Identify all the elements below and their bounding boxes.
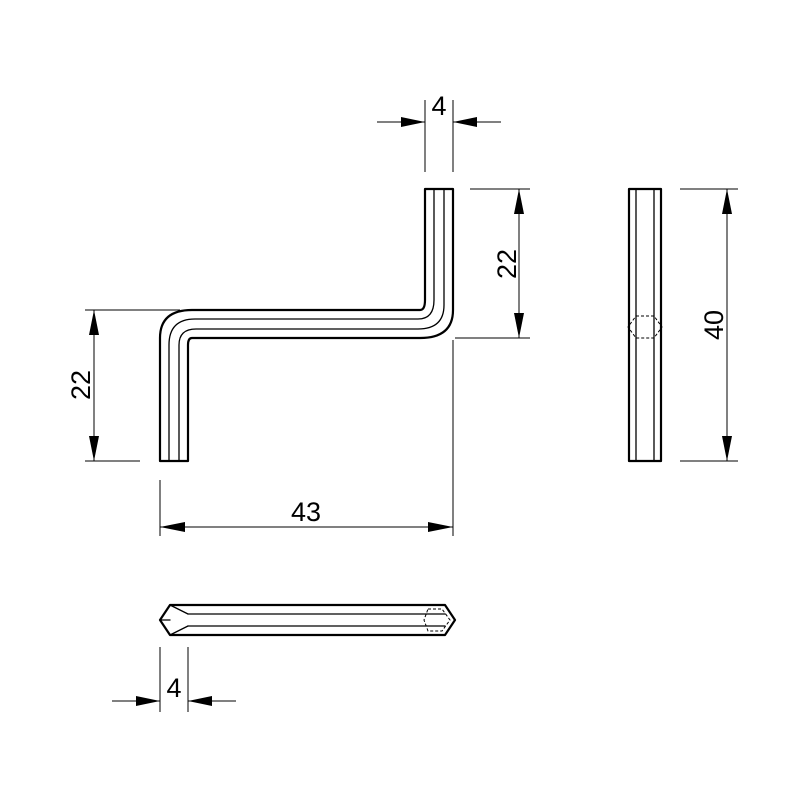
dimension-bottom-width-label: 4 <box>166 673 181 703</box>
dimension-top-width-label: 4 <box>431 91 446 121</box>
dimension-top-width: 4 <box>377 91 501 172</box>
dimension-overall-width: 43 <box>159 340 454 536</box>
dimension-side-height: 40 <box>680 188 738 462</box>
dimension-lower-height: 22 <box>66 309 180 462</box>
dimension-upper-height-label: 22 <box>492 249 522 279</box>
side-view-outline <box>627 187 663 463</box>
front-view <box>158 187 455 463</box>
dimension-bottom-width: 4 <box>112 647 236 712</box>
dimension-upper-height: 22 <box>455 188 530 339</box>
dimension-overall-width-label: 43 <box>291 497 321 527</box>
front-view-inner-edge-2 <box>178 188 445 462</box>
bottom-view-hex-hidden <box>423 608 451 632</box>
side-view-hex-hidden <box>627 315 663 339</box>
dimension-lower-height-label: 22 <box>66 370 96 400</box>
front-view-inner-edge <box>168 188 435 462</box>
bottom-view <box>158 603 457 637</box>
side-view <box>627 187 663 463</box>
front-view-outline <box>158 187 455 463</box>
bottom-view-outline <box>158 603 457 637</box>
dimension-side-height-label: 40 <box>699 310 729 340</box>
